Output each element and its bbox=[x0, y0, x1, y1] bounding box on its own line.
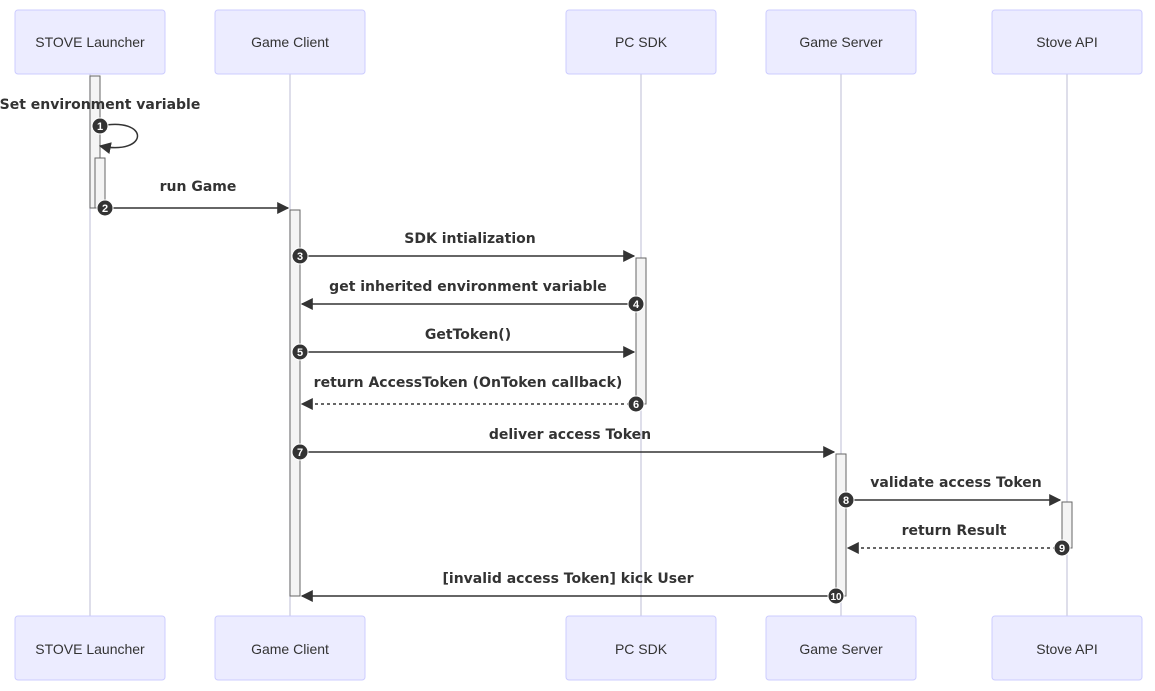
sequence-number: 3 bbox=[297, 251, 303, 263]
actor-label: Stove API bbox=[1036, 641, 1097, 657]
message-label: [invalid access Token] kick User bbox=[443, 571, 694, 587]
sequence-number-badge bbox=[837, 491, 855, 509]
message-arrow bbox=[98, 123, 139, 154]
actor-label: Game Server bbox=[799, 641, 883, 657]
actor-bottom-launcher: STOVE Launcher bbox=[14, 615, 166, 681]
actor-top-sdk: PC SDK bbox=[565, 9, 717, 75]
sequence-number: 6 bbox=[633, 399, 639, 411]
actors-top: STOVE Launcher Game Client PC SDK Game S… bbox=[14, 9, 1143, 75]
message-2: run Game 2 bbox=[96, 179, 290, 217]
actor-bottom-sdk: PC SDK bbox=[565, 615, 717, 681]
actor-label: STOVE Launcher bbox=[35, 34, 145, 50]
sequence-number-badge bbox=[291, 343, 309, 361]
actor-label: Game Server bbox=[799, 34, 883, 50]
message-9: return Result 9 bbox=[846, 523, 1071, 557]
message-label: return Result bbox=[902, 523, 1007, 539]
messages: Set environment variable 1 run Game 2 SD… bbox=[0, 97, 1071, 605]
message-3: SDK intialization 3 bbox=[291, 231, 636, 265]
actor-label: Stove API bbox=[1036, 34, 1097, 50]
message-label: run Game bbox=[160, 179, 237, 195]
message-5: GetToken() 5 bbox=[291, 327, 636, 361]
actor-top-api: Stove API bbox=[991, 9, 1143, 75]
sequence-number: 2 bbox=[102, 203, 108, 215]
activations bbox=[89, 75, 1073, 597]
sequence-number: 1 bbox=[97, 121, 103, 133]
sequence-number-badge bbox=[91, 117, 109, 135]
message-7: deliver access Token 7 bbox=[291, 427, 836, 461]
sequence-number: 7 bbox=[297, 447, 303, 459]
sequence-number-badge bbox=[627, 295, 645, 313]
sequence-number-badge bbox=[291, 247, 309, 265]
sequence-number: 4 bbox=[633, 299, 640, 311]
actor-label: PC SDK bbox=[615, 641, 668, 657]
sequence-number: 5 bbox=[297, 347, 303, 359]
message-label: deliver access Token bbox=[489, 427, 651, 443]
message-10: [invalid access Token] kick User 10 bbox=[300, 571, 845, 605]
activation-sdk bbox=[635, 257, 647, 405]
actor-top-launcher: STOVE Launcher bbox=[14, 9, 166, 75]
actors-bottom: STOVE Launcher Game Client PC SDK Game S… bbox=[14, 615, 1143, 681]
actor-label: PC SDK bbox=[615, 34, 668, 50]
message-6: return AccessToken (OnToken callback) 6 bbox=[300, 375, 645, 413]
sequence-number: 10 bbox=[830, 592, 842, 603]
actor-bottom-client: Game Client bbox=[214, 615, 366, 681]
actor-top-client: Game Client bbox=[214, 9, 366, 75]
sequence-number-badge bbox=[827, 587, 845, 605]
message-label: SDK intialization bbox=[404, 231, 535, 247]
actor-bottom-server: Game Server bbox=[765, 615, 917, 681]
sequence-number-badge bbox=[96, 199, 114, 217]
message-label: GetToken() bbox=[425, 327, 511, 343]
message-label: return AccessToken (OnToken callback) bbox=[314, 375, 623, 391]
sequence-number-badge bbox=[627, 395, 645, 413]
actor-top-server: Game Server bbox=[765, 9, 917, 75]
message-label: Set environment variable bbox=[0, 97, 200, 113]
sequence-number-badge bbox=[1053, 539, 1071, 557]
sequence-number: 8 bbox=[843, 495, 849, 507]
actor-bottom-api: Stove API bbox=[991, 615, 1143, 681]
actor-label: STOVE Launcher bbox=[35, 641, 145, 657]
sequence-number: 9 bbox=[1059, 543, 1065, 555]
message-label: validate access Token bbox=[870, 475, 1042, 491]
activation-server bbox=[835, 453, 847, 597]
message-1: Set environment variable 1 bbox=[0, 97, 200, 154]
message-4: get inherited environment variable 4 bbox=[300, 279, 645, 313]
sequence-number-badge bbox=[291, 443, 309, 461]
activation-client bbox=[289, 209, 301, 597]
message-8: validate access Token 8 bbox=[837, 475, 1062, 509]
actor-label: Game Client bbox=[251, 641, 329, 657]
actor-label: Game Client bbox=[251, 34, 329, 50]
message-label: get inherited environment variable bbox=[329, 279, 607, 295]
